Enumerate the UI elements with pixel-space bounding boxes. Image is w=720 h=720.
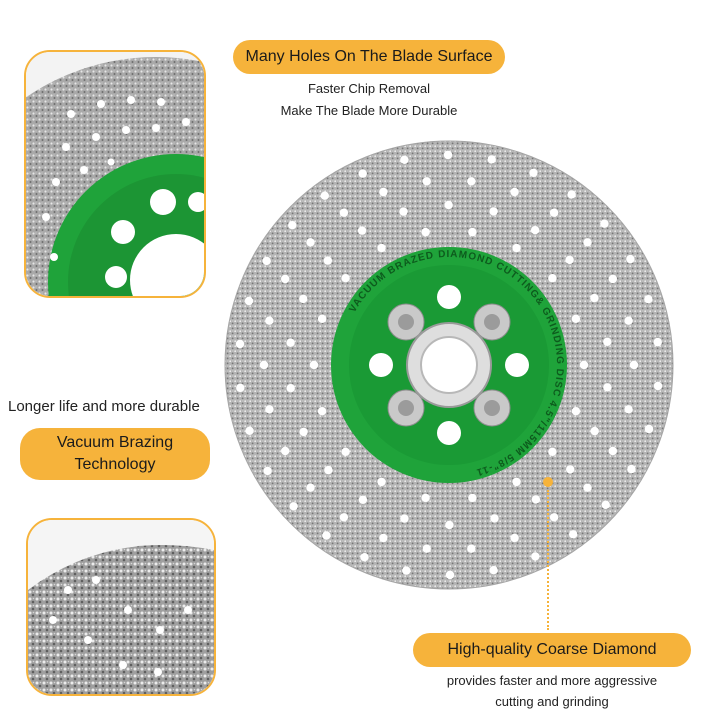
holes-callout-title: Many Holes On The Blade Surface: [233, 40, 505, 74]
brazing-callout-pill: Vacuum Brazing Technology: [20, 428, 210, 480]
diamond-blade-image: VACUUM BRAZED DIAMOND CUTTING& GRINDING …: [224, 140, 674, 590]
holes-callout-line2: Make The Blade More Durable: [280, 103, 458, 118]
detail-holes-image: [26, 52, 204, 296]
diamond-callout-line1: provides faster and more aggressive: [446, 673, 658, 688]
diamond-callout-title: High-quality Coarse Diamond: [413, 633, 691, 667]
brazing-title-line1: Vacuum Brazing: [56, 434, 174, 451]
diamond-pointer-line: [547, 490, 549, 630]
detail-diamond-frame: [26, 518, 216, 696]
diamond-callout-line2: cutting and grinding: [495, 694, 609, 709]
brazing-headline: Longer life and more durable: [8, 398, 200, 415]
detail-diamond-image: [28, 520, 214, 694]
holes-callout-line1: Faster Chip Removal: [307, 81, 431, 96]
detail-holes-frame: [24, 50, 206, 298]
brazing-title-line2: Technology: [74, 456, 156, 473]
diamond-pointer-dot: [543, 477, 553, 487]
